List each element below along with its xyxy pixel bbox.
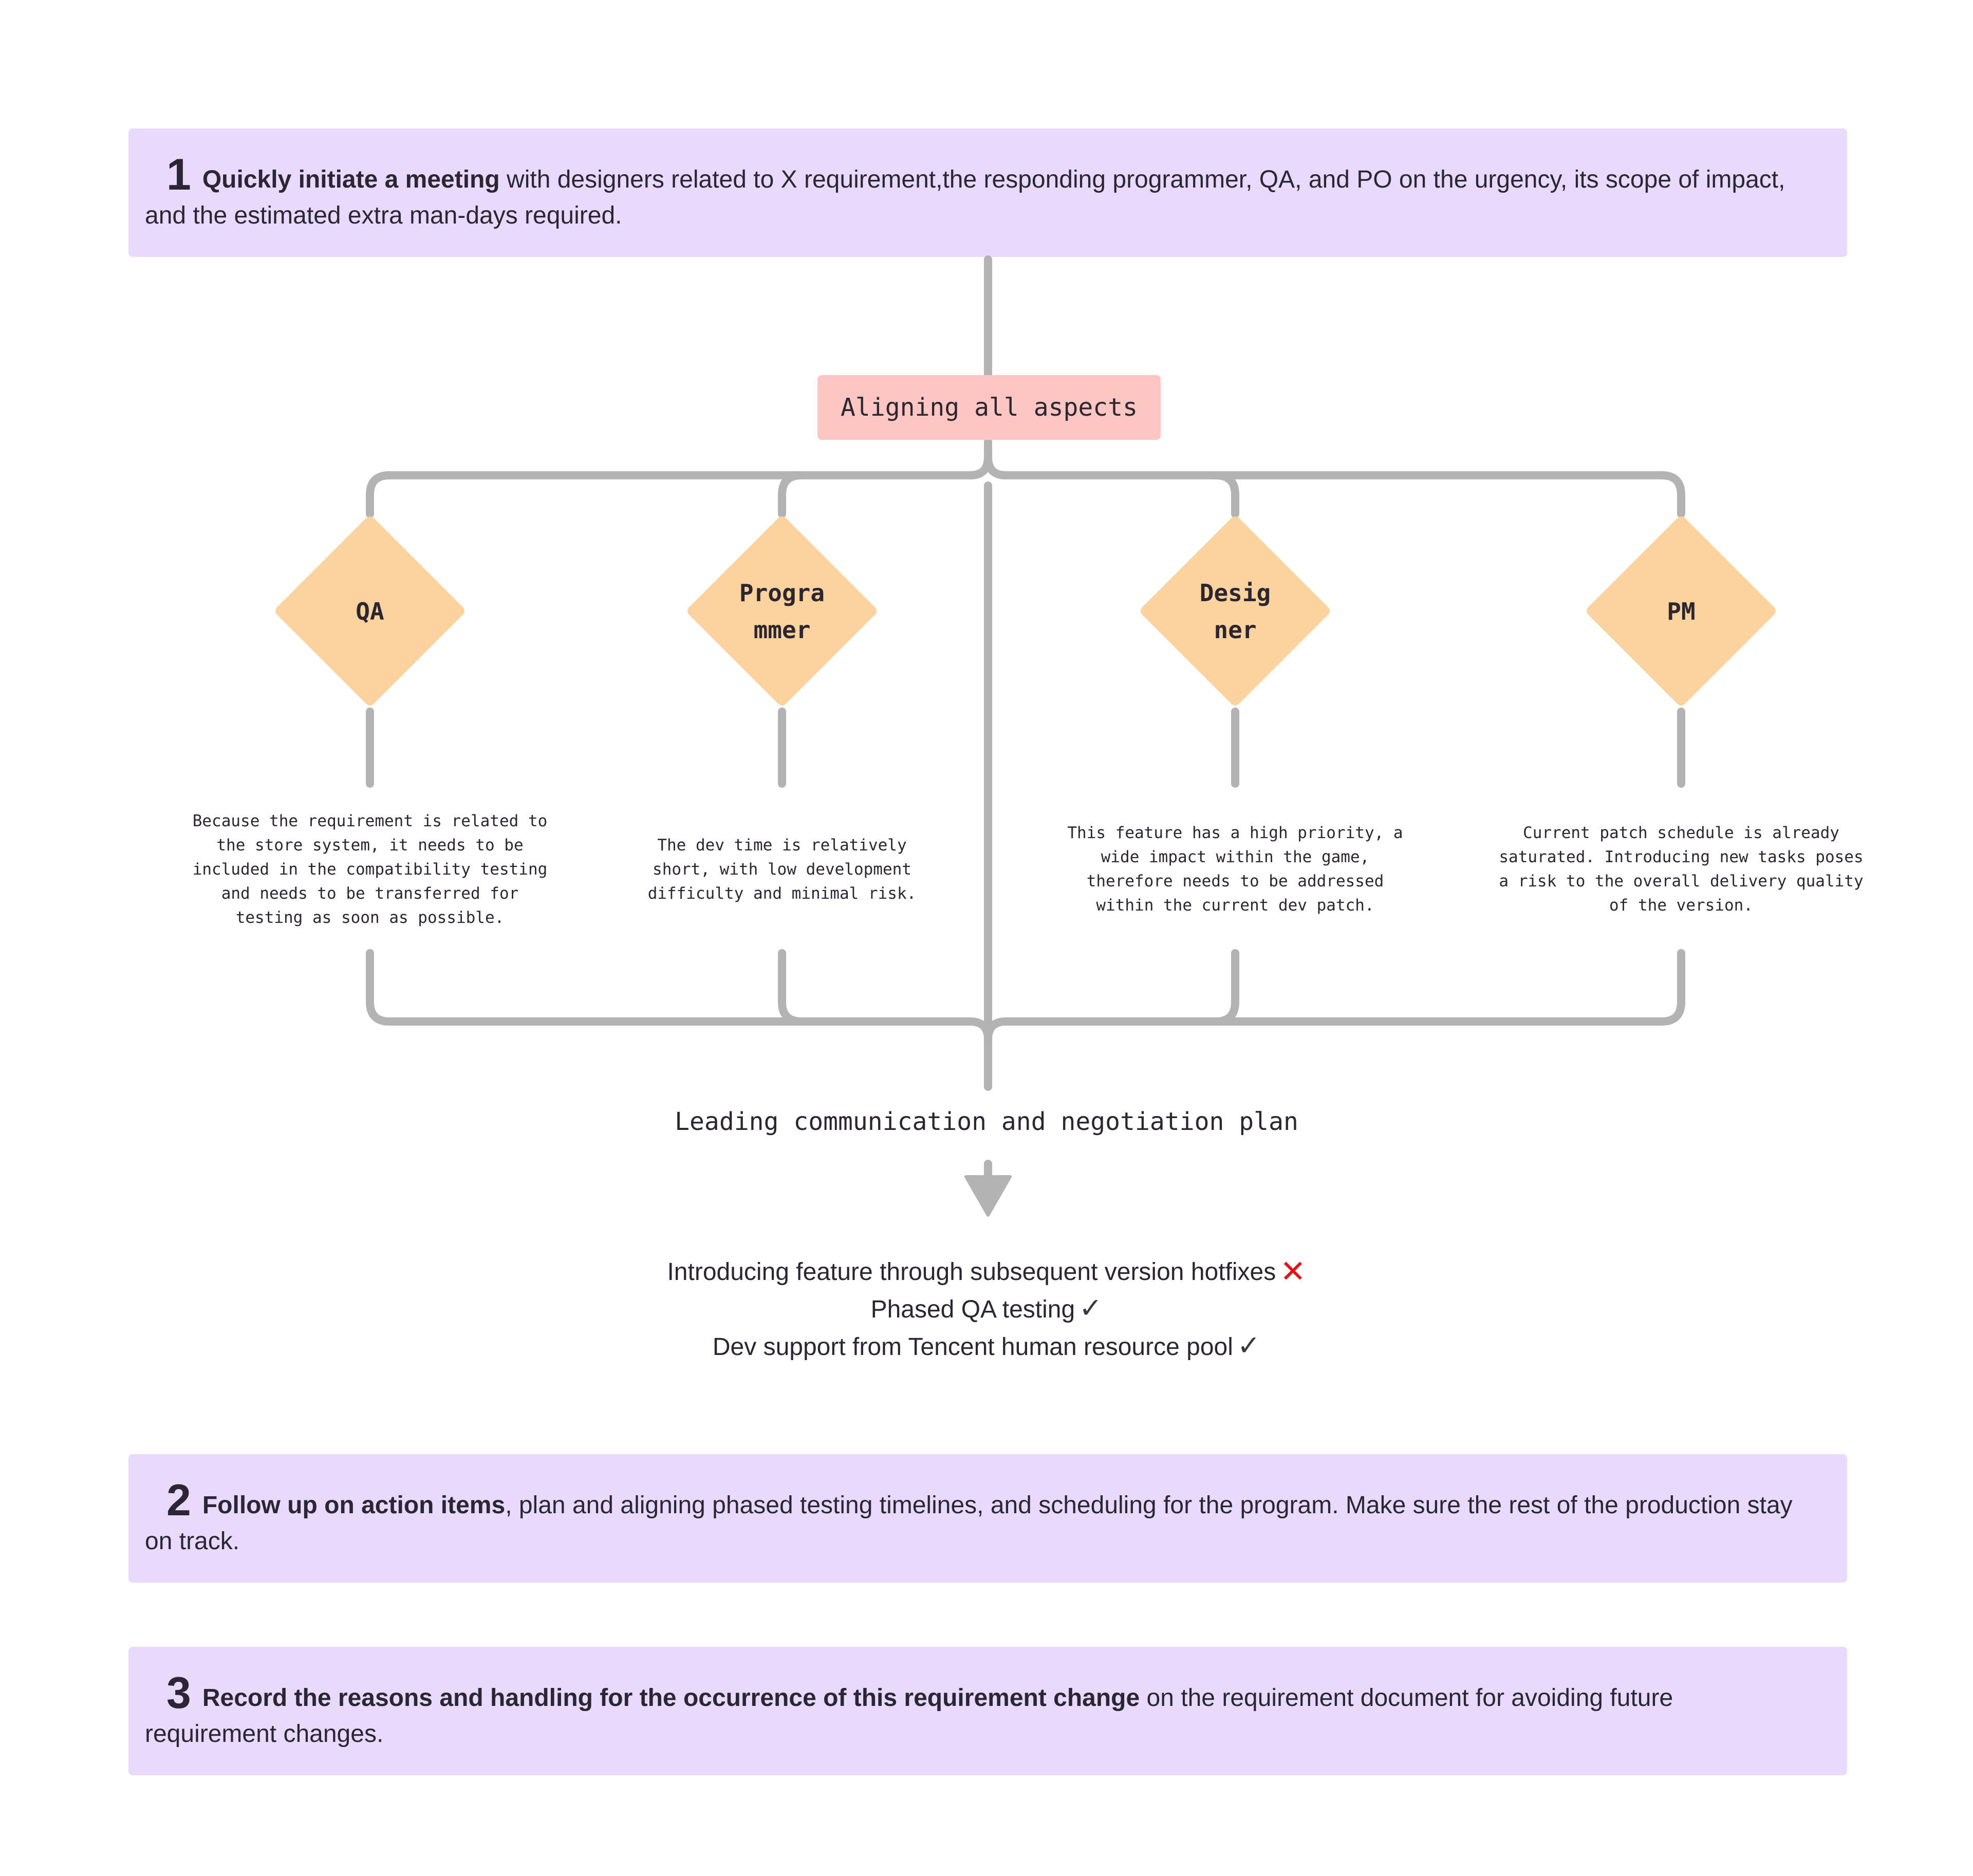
check-icon: ✓ [1079, 1293, 1103, 1324]
step-3-box: 3 Record the reasons and handling for the… [128, 1647, 1847, 1775]
role-note-pm: Current patch schedule is already satura… [1499, 824, 1864, 915]
plan-option: Introducing feature through subsequent v… [0, 1254, 1973, 1290]
arrow-head [964, 1175, 1012, 1217]
step-2-box: 2 Follow up on action items, plan and ali… [128, 1454, 1847, 1583]
plan-option-text: Phased QA testing [870, 1296, 1075, 1323]
plan-options: Introducing feature through subsequent v… [0, 1254, 1973, 1365]
connector-branch-programmer [778, 453, 992, 518]
connector-merge-programmer [778, 949, 806, 1026]
connector-merge-designer [1212, 949, 1239, 1026]
connector-branch-pm [984, 453, 1685, 518]
plan-option-text: Introducing feature through subsequent v… [667, 1258, 1276, 1286]
role-label-qa: QA [356, 598, 384, 625]
step-number: 3 [166, 1668, 191, 1718]
role-label-programmer: Progra mmer [739, 579, 825, 644]
step-1-box: 1 Quickly initiate a meeting with designe… [128, 128, 1847, 257]
check-icon: ✓ [1237, 1330, 1261, 1361]
step-text: on the requirement document for avoiding… [145, 1684, 1673, 1748]
hub-aligning-all-aspects: Aligning all aspects [817, 375, 1161, 440]
connector-branch-designer [984, 453, 1239, 518]
plan-option-text: Dev support from Tencent human resource … [712, 1333, 1233, 1361]
hub-label: Aligning all aspects [841, 393, 1138, 422]
step-lead: Quickly initiate a meeting [202, 166, 500, 193]
plan-option: Phased QA testing✓ [0, 1290, 1973, 1328]
role-note-programmer: The dev time is relatively short, with l… [647, 836, 917, 903]
role-label-designer: Desig ner [1199, 579, 1271, 644]
step-text: , plan and aligning phased testing timel… [145, 1492, 1793, 1555]
role-note-designer: This feature has a high priority, a wide… [1067, 824, 1403, 915]
step-lead: Follow up on action items [202, 1492, 506, 1519]
role-label-pm: PM [1667, 598, 1696, 625]
connector-merge-pm [984, 949, 1685, 1044]
connector-merge-qa [366, 949, 992, 1044]
cross-icon: ✕ [1280, 1254, 1306, 1289]
plan-option: Dev support from Tencent human resource … [0, 1328, 1973, 1365]
step-text: with designers related to X requirement,… [145, 166, 1785, 229]
role-note-qa: Because the requirement is related to th… [192, 812, 548, 927]
step-lead: Record the reasons and handling for the … [202, 1684, 1140, 1712]
step-number: 1 [166, 150, 191, 199]
step-number: 2 [166, 1476, 191, 1525]
plan-title: Leading communication and negotiation pl… [675, 1107, 1298, 1136]
